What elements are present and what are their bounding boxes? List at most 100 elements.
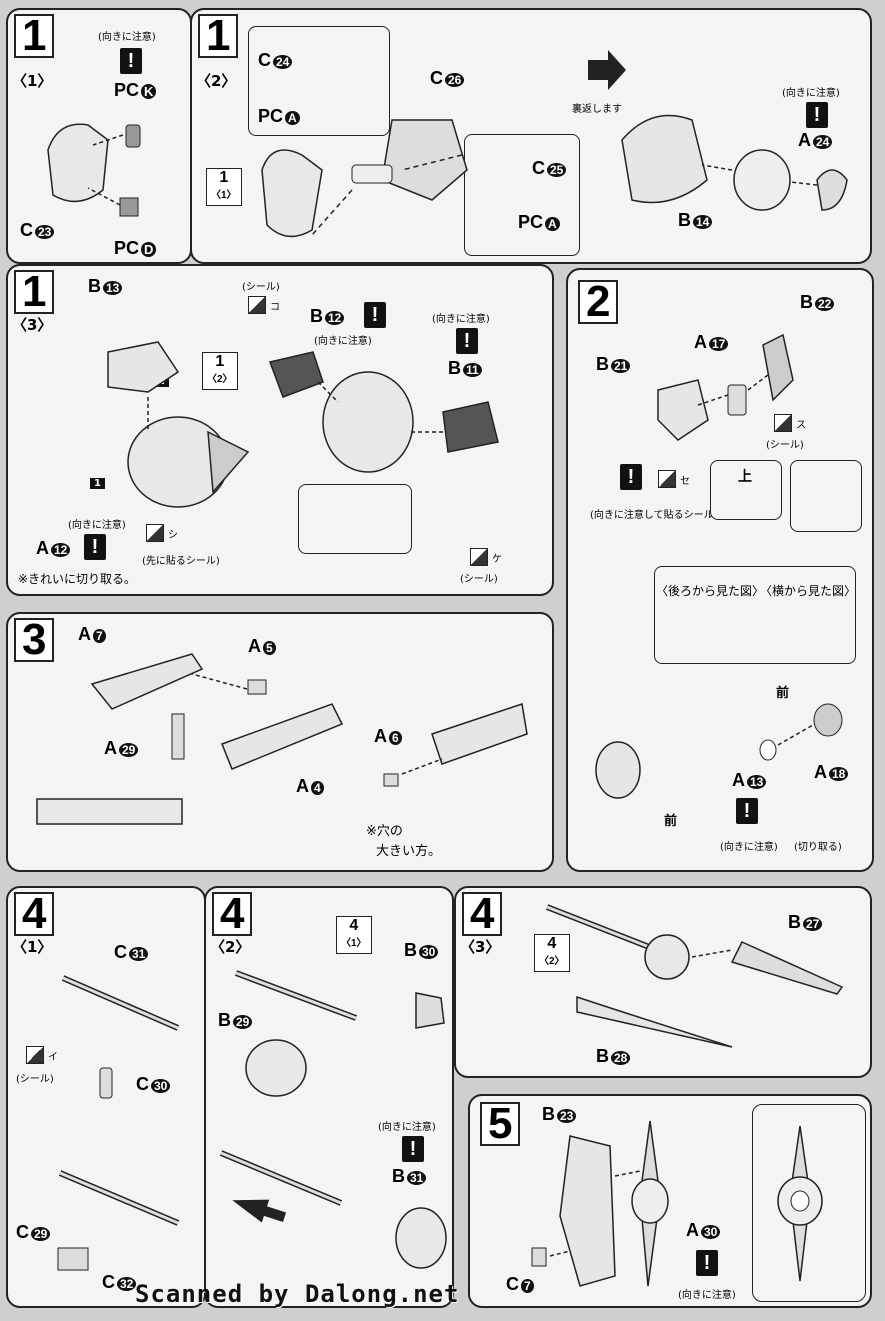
cut-label: (切り取る) [794, 842, 842, 853]
caution-icon: ! [620, 464, 642, 490]
sticker-note: (向きに注意して貼るシール) [590, 510, 718, 521]
hole-note: 大きい方。 [376, 844, 442, 859]
sticker-icon [26, 1046, 44, 1064]
substep-label: 〈3〉 [460, 938, 501, 956]
sticker-icon [774, 414, 792, 432]
beam-rifle-assembly-illustration [219, 970, 447, 1269]
back-view-label: 〈後ろから見た図〉 [656, 584, 765, 598]
sticker-icon [470, 548, 488, 566]
caution-text: (向きに注意) [68, 520, 126, 531]
cut-note: ※きれいに切り取る。 [18, 572, 137, 586]
caution-icon: ! [456, 328, 478, 354]
head-assembly-illustration [107, 341, 499, 508]
step-number: 1 [14, 270, 55, 314]
substep-label: 〈1〉 [12, 72, 53, 90]
detail-box [790, 460, 862, 532]
reference-step-box: 1〈2〉 [202, 352, 238, 390]
torso-rear-illustration [621, 114, 848, 211]
step-number: 4 [14, 892, 55, 936]
caution-icon: ! [696, 1250, 718, 1276]
sticker-label: (シール) [242, 282, 280, 293]
sticker-id: ス [796, 420, 806, 431]
caution-icon: ! [120, 48, 142, 74]
step-number: 3 [14, 618, 55, 662]
caution-text: (向きに注意) [314, 336, 372, 347]
step-number: 4 [212, 892, 253, 936]
detail-box-bottom [464, 134, 580, 256]
step-number: 5 [480, 1102, 521, 1146]
sticker-icon [146, 524, 164, 542]
sticker-label: (シール) [766, 440, 804, 451]
sticker-label: (シール) [460, 574, 498, 585]
caution-icon: ! [84, 534, 106, 560]
sticker-icon [248, 296, 266, 314]
reference-step-box: 4〈1〉 [336, 916, 372, 954]
caution-icon: ! [736, 798, 758, 824]
hole-note: ※穴の [366, 824, 403, 839]
caution-text: (向きに注意) [782, 88, 840, 99]
substep-label: 〈3〉 [12, 316, 53, 334]
sticker-note: (先に貼るシール) [142, 556, 220, 567]
caution-icon: ! [364, 302, 386, 328]
step-number: 1 [198, 14, 239, 58]
rifle-illustration [36, 653, 528, 825]
shield-illustration [531, 1120, 823, 1287]
front-label: 前 [776, 686, 790, 701]
caution-text: (向きに注意) [432, 314, 490, 325]
beam-rifle-illustration [57, 975, 180, 1271]
step-number: 2 [578, 280, 619, 324]
substep-label: 〈1〉 [12, 938, 53, 956]
up-direction-box [710, 460, 782, 520]
detail-box [298, 484, 412, 554]
detail-box-top [248, 26, 390, 136]
up-label: 上 [738, 469, 752, 485]
torso-part-illustration [47, 123, 141, 217]
head-parts-illustration [595, 333, 843, 799]
side-view-label: 〈横から見た図〉 [760, 584, 857, 598]
caution-text: (向きに注意) [98, 32, 156, 43]
sticker-id: イ [48, 1052, 58, 1063]
reference-step-box: 4〈2〉 [534, 934, 570, 972]
caution-icon: ! [402, 1136, 424, 1162]
scanner-credit: Scanned by Dalong.net [135, 1280, 460, 1308]
flip-arrow-icon [588, 50, 626, 90]
view-box [654, 566, 856, 664]
sticker-label: (シール) [16, 1074, 54, 1085]
substep-label: 〈2〉 [196, 72, 237, 90]
sticker-id: ケ [492, 554, 502, 565]
front-label: 前 [664, 814, 678, 829]
